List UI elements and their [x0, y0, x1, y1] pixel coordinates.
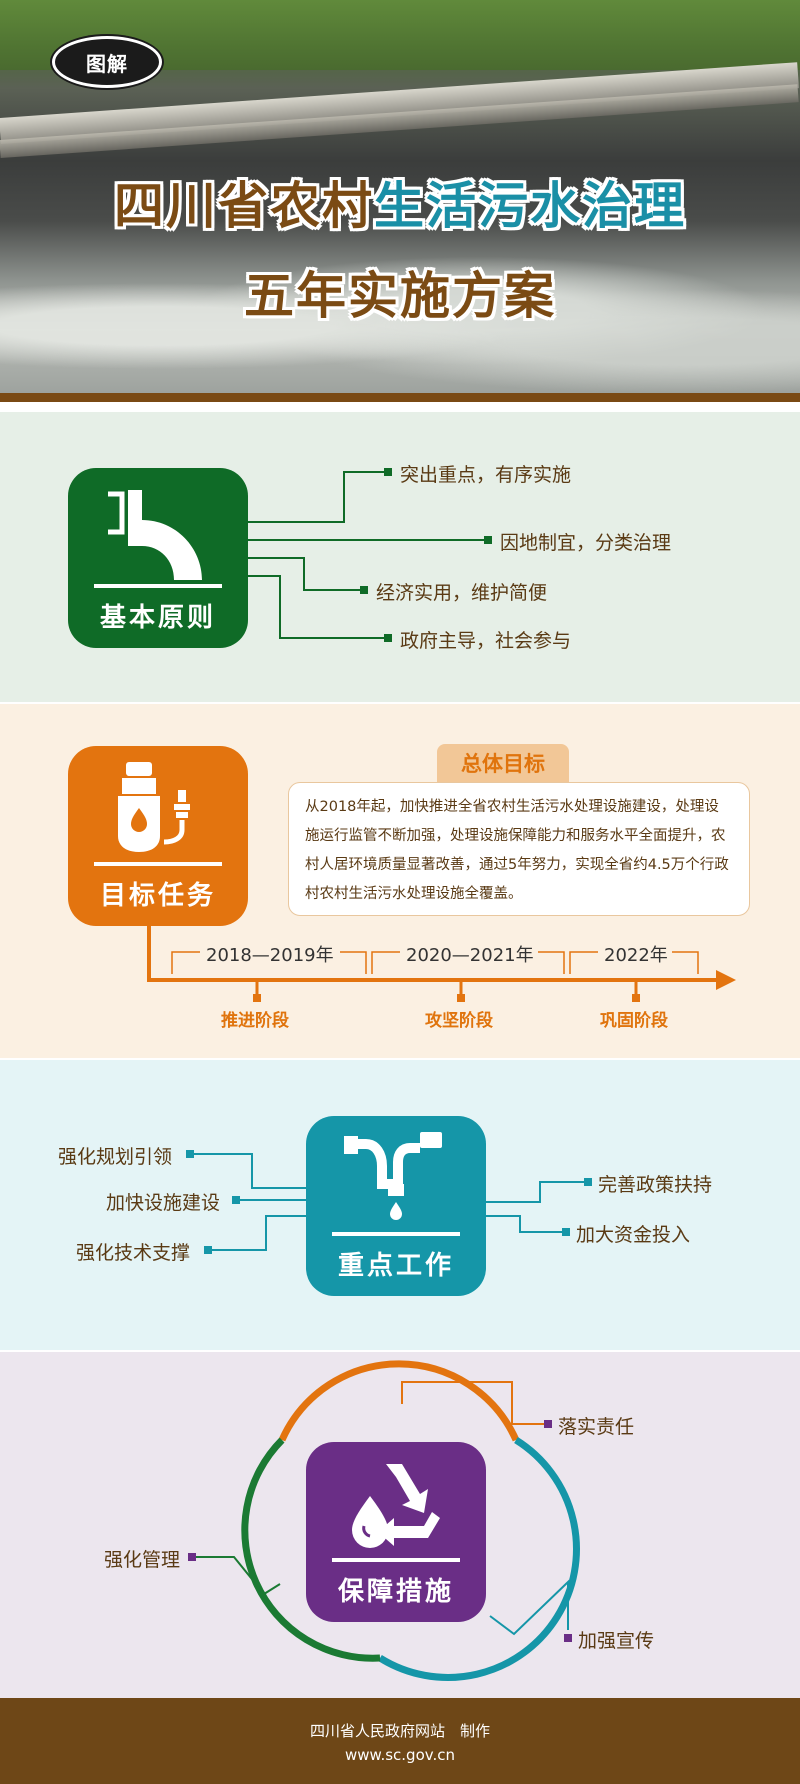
faucet-icon	[108, 490, 202, 580]
principle-item-1: 突出重点，有序实施	[400, 464, 572, 486]
keywork-card: 重点工作	[306, 1116, 486, 1296]
guarantee-item-top: 落实责任	[558, 1416, 635, 1438]
card-divider	[94, 584, 222, 588]
pipe-drip-icon	[344, 1132, 442, 1220]
timeline-stage-1: 推进阶段	[221, 1011, 289, 1031]
water-foam-graphic	[0, 250, 800, 402]
targets-section: 目标任务 总体目标 从2018年起，加快推进全省农村生活污水处理设施建设，处理设…	[0, 704, 800, 1058]
principle-item-4: 政府主导，社会参与	[400, 630, 572, 652]
keywork-left-item-2: 加快设施建设	[106, 1192, 221, 1214]
keywork-left-item-1: 强化规划引领	[58, 1146, 173, 1168]
pump-icon	[118, 762, 190, 852]
principle-item-3: 经济实用，维护简便	[376, 582, 548, 604]
header-banner: 图解 四川省农村生活污水治理 五年实施方案	[0, 0, 800, 402]
title-part1: 四川省农村	[114, 177, 374, 235]
targets-card: 目标任务	[68, 746, 248, 926]
keywork-card-label: 重点工作	[337, 1251, 454, 1281]
principles-section: 基本原则 突出重点，有序实施 因地制宜，分类治理 经济实用，维护简便 政府主导，…	[0, 412, 800, 702]
timeline-period-3: 2022年	[604, 945, 668, 966]
header-divider	[0, 393, 800, 402]
guarantee-item-left: 强化管理	[104, 1549, 181, 1571]
principles-card: 基本原则	[68, 468, 248, 648]
timeline-period-1: 2018—2019年	[206, 945, 334, 966]
goal-text: 从2018年起，加快推进全省农村生活污水处理设施建设，处理设施运行监管不断加强，…	[305, 799, 729, 902]
targets-card-label: 目标任务	[99, 881, 216, 911]
guarantee-card: 保障措施	[306, 1442, 486, 1622]
recycle-drop-icon	[352, 1464, 440, 1548]
page-title: 四川省农村生活污水治理	[0, 166, 800, 238]
goal-text-box: 从2018年起，加快推进全省农村生活污水处理设施建设，处理设施运行监管不断加强，…	[288, 782, 750, 916]
timeline-stage-3: 巩固阶段	[600, 1011, 668, 1031]
principles-connectors	[246, 468, 492, 642]
principles-card-label: 基本原则	[99, 603, 216, 633]
card-divider	[332, 1558, 460, 1562]
keywork-left-item-3: 强化技术支撑	[76, 1242, 191, 1264]
principle-item-2: 因地制宜，分类治理	[500, 532, 672, 554]
card-divider	[94, 862, 222, 866]
guarantee-card-label: 保障措施	[337, 1577, 454, 1607]
badge-label: 图解	[86, 51, 128, 76]
goal-title: 总体目标	[437, 744, 569, 784]
keywork-connectors	[186, 1150, 592, 1254]
keywork-right-item-2: 加大资金投入	[576, 1224, 691, 1246]
keywork-right-item-1: 完善政策扶持	[598, 1174, 713, 1196]
card-divider	[332, 1232, 460, 1236]
footer-producer: 四川省人民政府网站 制作	[309, 1722, 490, 1740]
timeline-period-2: 2020—2021年	[406, 945, 534, 966]
tujie-badge: 图解	[52, 36, 162, 88]
keywork-section: 重点工作 强化规划引领 加快设施建设 强化技术支撑 完善政策扶持 加大资金投入	[0, 1060, 800, 1350]
footer-url[interactable]: www.sc.gov.cn	[345, 1746, 455, 1764]
guarantee-section: 保障措施 落实责任 强化管理 加强宣传	[0, 1352, 800, 1698]
title-part2: 生活污水治理	[374, 177, 686, 235]
guarantee-ring-graphic	[188, 1360, 580, 1681]
page-subtitle: 五年实施方案	[244, 267, 556, 325]
footer: 四川省人民政府网站 制作 www.sc.gov.cn	[0, 1698, 800, 1784]
timeline-stage-2: 攻坚阶段	[425, 1011, 493, 1031]
guarantee-item-right: 加强宣传	[578, 1630, 655, 1652]
